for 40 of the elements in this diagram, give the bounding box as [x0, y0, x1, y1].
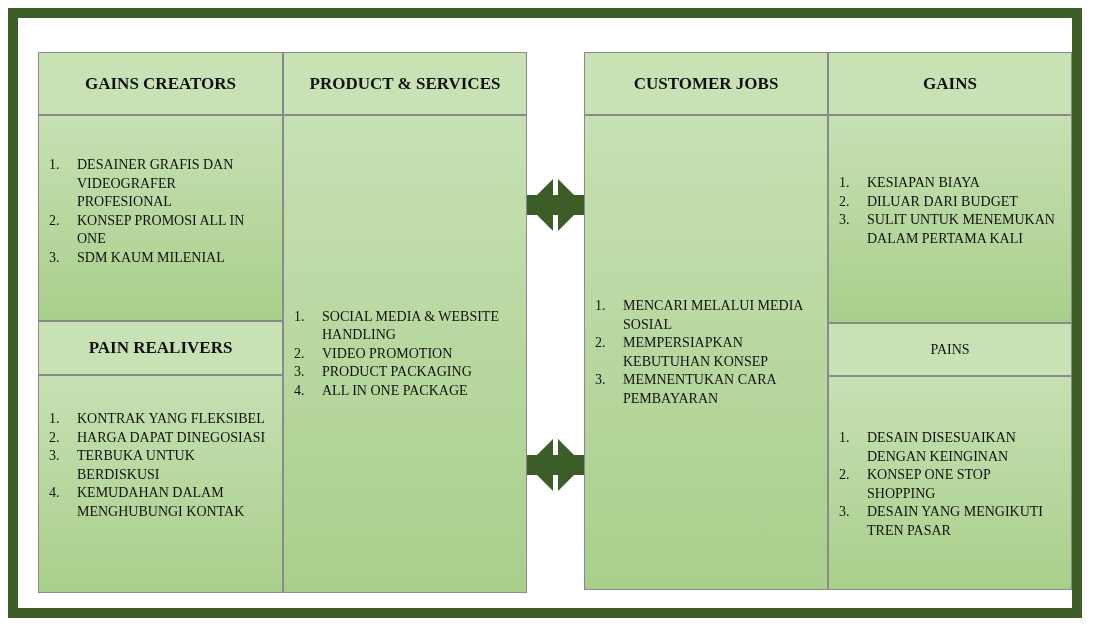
content-cell [38, 115, 283, 321]
list-item: 4. KEMUDAHAN DALAM MENGHUBUNGI KONTAK [49, 484, 246, 521]
list-item: 2. KONSEP PROMOSI ALL IN ONE [49, 211, 246, 248]
list-item: 1. MENCARI MELALUI MEDIA SOSIAL [595, 297, 804, 334]
list-item: 2. DILUAR DARI BUDGET [839, 192, 1019, 211]
section-heading: CUSTOMER JOBS [633, 73, 779, 94]
list-item: 3. SDM KAUM MILENIAL [49, 248, 226, 267]
section-heading: PAINS [930, 341, 970, 358]
section-heading: GAINS CREATORS [85, 73, 236, 94]
content-cell [828, 376, 1072, 590]
header-cell [828, 52, 1072, 115]
section-heading: PRODUCT & SERVICES [309, 73, 501, 94]
list-item: 2. MEMPERSIAPKAN KEBUTUHAN KONSEP [595, 334, 770, 371]
list-item: 2. HARGA DAPAT DINEGOSIASI [49, 428, 267, 447]
header-cell [828, 323, 1072, 376]
list-item: 1. DESAINER GRAFIS DAN VIDEOGRAFER PROFESIONAL [49, 156, 235, 211]
content-cell [584, 115, 828, 590]
list-item: 3. MEMNENTUKAN CARA PEMBAYARAN [595, 371, 777, 408]
content-cell [283, 115, 527, 593]
section-heading: GAINS [923, 73, 977, 94]
list-item: 2. VIDEO PROMOTION [294, 344, 454, 363]
list-item: 1. DESAIN DISESUAIKAN DENGAN KEINGINAN [839, 429, 1017, 466]
double-arrow [527, 179, 584, 231]
list-item: 3. PRODUCT PACKAGING [294, 363, 473, 382]
list-item: 3. SULIT UNTUK MENEMUKAN DALAM PERTAMA KALI [839, 211, 1056, 248]
content-cell [828, 115, 1072, 323]
section-heading: PAIN REALIVERS [88, 338, 233, 358]
list-item: 3. DESAIN YANG MENGIKUTI TREN PASAR [839, 503, 1045, 540]
list-item: 1. SOCIAL MEDIA & WEBSITE HANDLING [294, 307, 500, 345]
content-cell [38, 375, 283, 593]
header-cell [584, 52, 828, 115]
list-item: 1. KONTRAK YANG FLEKSIBEL [49, 410, 266, 428]
double-arrow [527, 439, 584, 491]
list-item: 2. KONSEP ONE STOP SHOPPING [839, 466, 992, 503]
header-cell [38, 52, 283, 115]
header-cell [283, 52, 527, 115]
list-item: 4. ALL IN ONE PACKAGE [294, 381, 469, 400]
header-cell [38, 321, 283, 375]
list-item: 3. TERBUKA UNTUK BERDISKUSI [49, 447, 196, 484]
list-item: 1. KESIAPAN BIAYA [839, 174, 981, 192]
